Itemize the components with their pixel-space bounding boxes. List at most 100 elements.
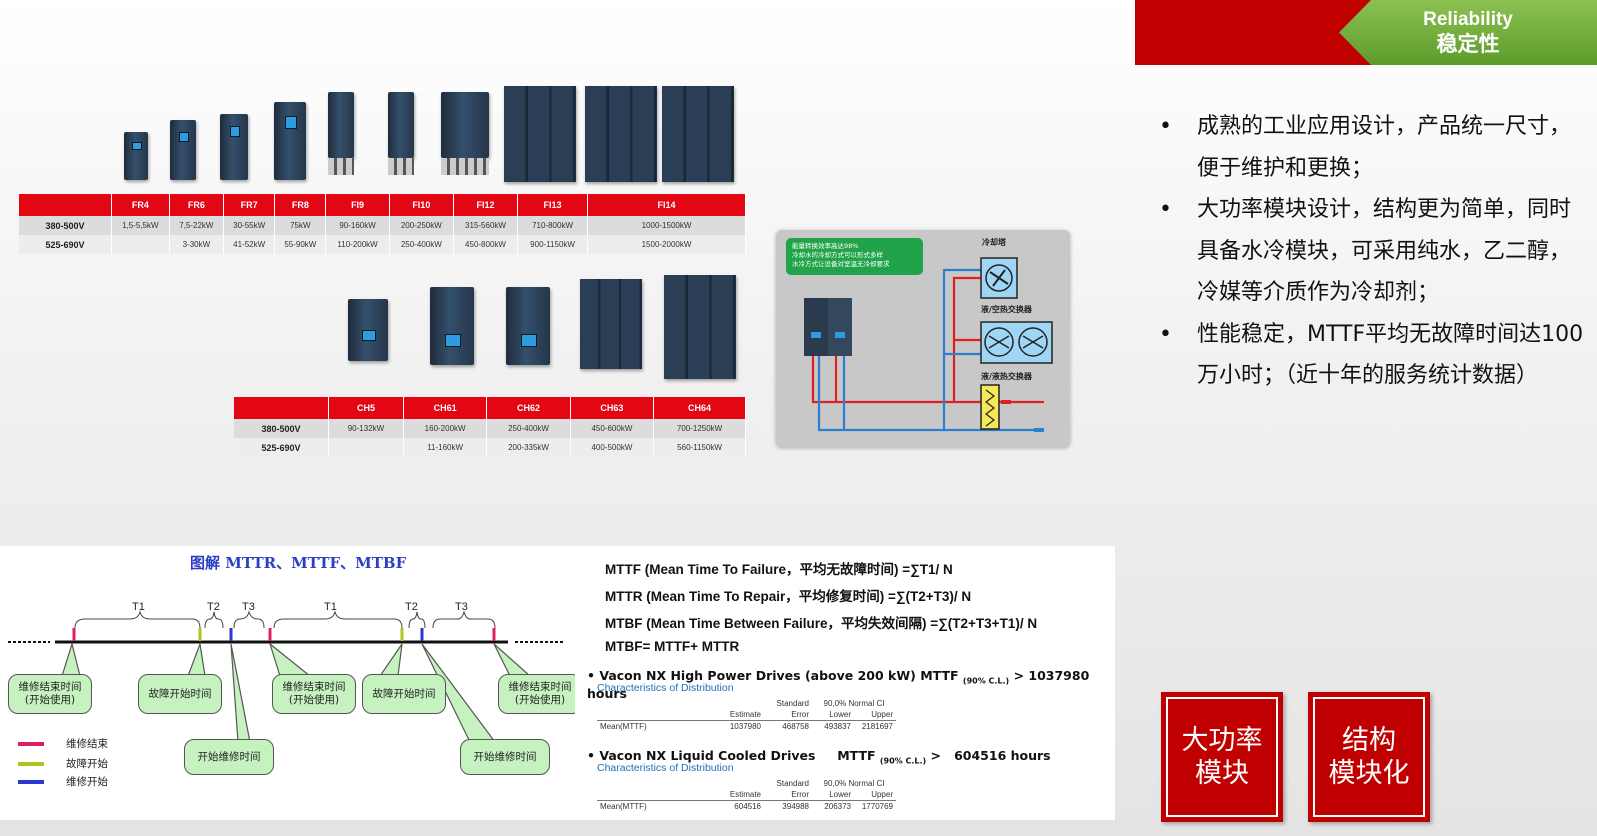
formula-mttr: MTTR (Mean Time To Repair，平均修复时间) =∑(T2+… — [605, 589, 972, 604]
callout-text: 故障开始时间 — [148, 687, 212, 700]
drive-fi10 — [388, 92, 414, 176]
section-title-badge: Reliability 稳定性 — [1339, 0, 1597, 65]
interval-label: T3 — [242, 601, 255, 613]
drive-ch62 — [506, 287, 550, 365]
table-cell: 250-400kW — [389, 235, 454, 254]
feature-box-text: 大功率 — [1181, 725, 1263, 756]
drive-ch63 — [580, 279, 642, 369]
air-heat-exchanger-icon — [980, 321, 1053, 364]
table-cell: 604516 — [734, 802, 761, 811]
table-cell: 11-160kW — [403, 438, 488, 457]
cooling-system-diagram: 能量转换效率高达98% 冷却水的冷却方式可以形式多样 水冷方式让设备对室温无冷却… — [776, 230, 1070, 447]
legend-item: 故障开始 — [18, 756, 108, 771]
feature-box-modular-structure: 结构模块化 — [1308, 692, 1430, 822]
drive-fr8 — [274, 102, 306, 180]
air-heat-exchanger-label: 液/空热交换器 — [981, 305, 1032, 314]
table-header-cell: FR8 — [274, 194, 327, 216]
table-cell: 493837 — [824, 722, 851, 731]
drive-fr6 — [170, 120, 196, 180]
table-header-cell: FI10 — [389, 194, 454, 216]
table-header-cell — [19, 194, 112, 216]
feature-box-text: 模块 — [1195, 758, 1249, 789]
legend-label: 维修开始 — [66, 776, 108, 788]
table-header-cell: Error — [764, 789, 812, 801]
table-header-cell: CH63 — [570, 397, 655, 419]
table-header-cell: Upper — [854, 709, 896, 721]
stat-heading-liquid-cooled: • Vacon NX Liquid Cooled Drives MTTF (90… — [587, 748, 1051, 766]
feature-box-high-power-module: 大功率模块 — [1161, 692, 1283, 822]
drive-fi9 — [328, 92, 354, 176]
table-cell — [111, 235, 170, 254]
table-cell: 41-52kW — [223, 235, 276, 254]
table-header-cell: FI14 — [587, 194, 746, 216]
feature-box-text: 结构 — [1342, 725, 1396, 756]
interval-label: T2 — [207, 601, 220, 613]
drive-fi12 — [441, 92, 489, 176]
table-header-cell: CH5 — [328, 397, 404, 419]
timeline-svg — [8, 610, 565, 743]
table-cell: 380-500V — [234, 419, 329, 438]
table-header-cell: CH64 — [653, 397, 746, 419]
drive-fi14-a — [585, 86, 657, 182]
table-cell: 900-1150kW — [517, 235, 588, 254]
liquid-cooled-spec-table: CH5 CH61 CH62 CH63 CH64 380-500V 90-132k… — [234, 397, 746, 457]
table-cell: 468758 — [782, 722, 809, 731]
interval-label: T1 — [324, 601, 337, 613]
callout-text: 维修结束时间 — [508, 681, 572, 693]
stat-subtitle: Characteristics of Distribution — [597, 762, 734, 774]
legend-swatch — [18, 741, 44, 746]
table-cell: 7,5-22kW — [169, 216, 225, 235]
table-row: 525-690V 11-160kW 200-335kW 400-500kW 56… — [234, 438, 746, 457]
table-header-cell: 90,0% Normal CI — [823, 779, 885, 788]
stat-subtitle: Characteristics of Distribution — [597, 682, 734, 694]
air-cooled-drives-image — [0, 80, 750, 190]
callout-repair-start: 开始维修时间 — [460, 739, 550, 775]
table-cell: 560-1150kW — [653, 438, 746, 457]
header-banner: Reliability 稳定性 — [1135, 0, 1597, 65]
drive-fi14-b — [662, 86, 734, 182]
table-cell: 1037980 — [729, 722, 761, 731]
stat-heading-text: Vacon NX High Power Drives (above 200 kW… — [599, 668, 959, 683]
callout-subtext: (开始使用) — [288, 694, 340, 706]
table-header-cell: Estimate — [698, 709, 764, 721]
table-header-cell: FI9 — [325, 194, 390, 216]
bullet-item: 性能稳定，MTTF平均无故障时间达100万小时；（近十年的服务统计数据） — [1155, 314, 1585, 397]
table-header-cell: CH62 — [486, 397, 571, 419]
interval-label: T3 — [455, 601, 468, 613]
table-header-cell: Upper — [854, 789, 896, 801]
liquid-heat-exchanger-icon — [980, 384, 1044, 432]
table-header-cell: Standard — [776, 699, 809, 708]
table-header-cell: FR6 — [169, 194, 225, 216]
drive-fi13 — [504, 86, 576, 182]
stat-result: > 604516 hours — [930, 748, 1051, 763]
callout-text: 故障开始时间 — [372, 687, 436, 700]
legend-label: 维修结束 — [66, 738, 108, 750]
table-cell: 30-55kW — [223, 216, 276, 235]
legend-label: 故障开始 — [66, 758, 108, 770]
table-row: 380-500V 1,5-5,5kW 7,5-22kW 30-55kW 75kW… — [19, 216, 746, 235]
callout-text: 开始维修时间 — [473, 750, 537, 763]
drive-ch64 — [664, 275, 736, 379]
air-cooled-spec-table: FR4 FR6 FR7 FR8 FI9 FI10 FI12 FI13 FI14 … — [19, 194, 746, 254]
drive-modules-icon — [804, 298, 852, 356]
table-header-row: CH5 CH61 CH62 CH63 CH64 — [234, 397, 746, 419]
table-header-cell: FI13 — [517, 194, 588, 216]
table-cell: 250-400kW — [486, 419, 571, 438]
table-cell: 2181697 — [861, 722, 893, 731]
cooling-note-line: 冷却水的冷却方式可以形式多样 — [792, 251, 883, 259]
table-cell: Mean(MTTF) — [600, 802, 647, 811]
liquid-heat-exchanger-label: 液/液热交换器 — [981, 372, 1032, 381]
legend-item: 维修开始 — [18, 774, 108, 789]
callout-repair-end: 维修结束时间 (开始使用) — [8, 674, 92, 714]
table-cell — [328, 438, 404, 457]
stat-result: > 1037980 hours — [587, 668, 1090, 701]
callout-text: 维修结束时间 — [282, 681, 346, 693]
table-cell: 200-250kW — [389, 216, 454, 235]
table-cell: 3-30kW — [169, 235, 225, 254]
table-cell: 90-132kW — [328, 419, 404, 438]
